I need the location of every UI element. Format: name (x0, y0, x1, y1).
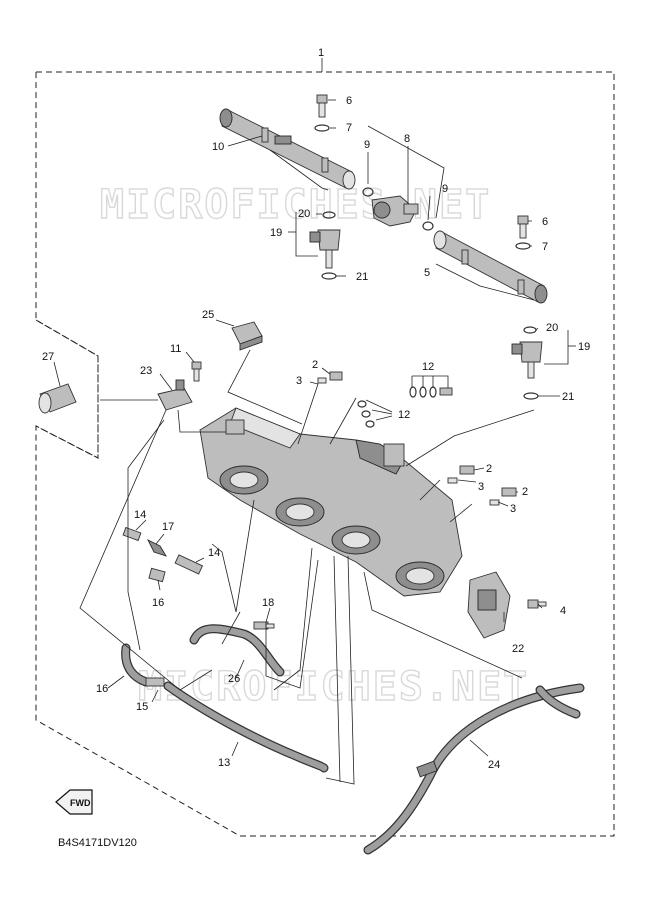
callout-16-lower: 16 (96, 683, 108, 695)
throttle-position-sensor (467, 571, 511, 639)
o-ring-9-right (422, 221, 434, 231)
small-hardware-12-top (409, 386, 453, 398)
bolt-6-right (517, 215, 529, 239)
callout-21-upper: 21 (356, 271, 368, 283)
callout-8: 8 (404, 133, 410, 145)
sensor-25 (231, 321, 263, 351)
callout-10: 10 (212, 141, 224, 153)
callout-25: 25 (202, 309, 214, 321)
callout-24: 24 (488, 759, 500, 771)
collar-7-right (515, 242, 531, 250)
callout-18: 18 (262, 597, 274, 609)
callout-15: 15 (136, 701, 148, 713)
hose-13 (163, 681, 329, 773)
callout-20-right: 20 (546, 322, 558, 334)
callout-16-upper: 16 (152, 597, 164, 609)
watermark-bottom: MICROFICHES.NET (138, 664, 529, 710)
callout-14-right: 14 (208, 547, 220, 559)
small-hardware-12-left (357, 400, 375, 428)
bolt-6-upper (316, 94, 328, 118)
callout-2-right-lower: 2 (522, 486, 528, 498)
callout-3-right-lower: 3 (510, 503, 516, 515)
fwd-label: FWD (70, 798, 91, 808)
collar-7-upper (314, 124, 330, 132)
callout-20-upper: 20 (298, 208, 310, 220)
sensor-23 (157, 379, 193, 411)
callout-4: 4 (560, 605, 566, 617)
callout-2-right-upper: 2 (486, 463, 492, 475)
injector-19-right (511, 326, 543, 400)
screw-11 (191, 361, 202, 382)
callout-11: 11 (170, 343, 181, 355)
callout-19-upper: 19 (270, 227, 282, 239)
throttle-body (199, 407, 463, 597)
clamp-14-left (122, 526, 142, 542)
callout-26: 26 (228, 673, 240, 685)
small-hardware-2-3-right (447, 465, 517, 506)
joint-16-upper (148, 567, 166, 583)
callout-14-left: 14 (134, 509, 146, 521)
callout-labels: 1 6 7 10 8 9 9 6 7 20 19 21 5 20 19 21 2… (42, 47, 590, 771)
hose-16-lower (121, 643, 151, 687)
callout-6-right: 6 (542, 216, 548, 228)
clamp-14-right (174, 554, 204, 575)
callout-12-mid: 12 (398, 409, 410, 421)
callout-5: 5 (424, 267, 430, 279)
fwd-arrow-icon: FWD (55, 789, 93, 815)
callout-9-left: 9 (364, 139, 370, 151)
small-hardware-2-3-top (317, 371, 343, 384)
fuel-rail-lower (433, 230, 548, 304)
callout-19-right: 19 (578, 341, 590, 353)
callout-12-top: 12 (422, 361, 434, 373)
watermark-top: MICROFICHES.NET (100, 182, 491, 228)
callout-27: 27 (42, 351, 54, 363)
callout-9-right: 9 (442, 183, 448, 195)
pressure-regulator (371, 195, 419, 227)
callout-2-top: 2 (312, 359, 318, 371)
joint-15 (145, 677, 165, 687)
callout-6-upper: 6 (346, 95, 352, 107)
callout-7-right: 7 (542, 241, 548, 253)
fuel-rail-upper (219, 108, 356, 190)
hose-24 (363, 683, 585, 855)
hose-26 (189, 624, 285, 677)
callout-17: 17 (162, 521, 174, 533)
callout-3-right-upper: 3 (478, 481, 484, 493)
callout-22: 22 (512, 643, 524, 655)
callout-13: 13 (218, 757, 230, 769)
callout-23: 23 (140, 365, 152, 377)
leader-lines (53, 99, 576, 785)
bolt-4 (527, 599, 547, 609)
joint-18 (253, 621, 275, 630)
callout-21-right: 21 (562, 391, 574, 403)
callout-1: 1 (318, 47, 324, 59)
diagram-code: B4S4171DV120 (58, 837, 137, 849)
duct-27 (38, 383, 77, 414)
callout-3-top: 3 (296, 375, 302, 387)
part-27-callout-box (35, 319, 99, 459)
callout-7-upper: 7 (346, 122, 352, 134)
o-ring-9-left (362, 187, 374, 197)
